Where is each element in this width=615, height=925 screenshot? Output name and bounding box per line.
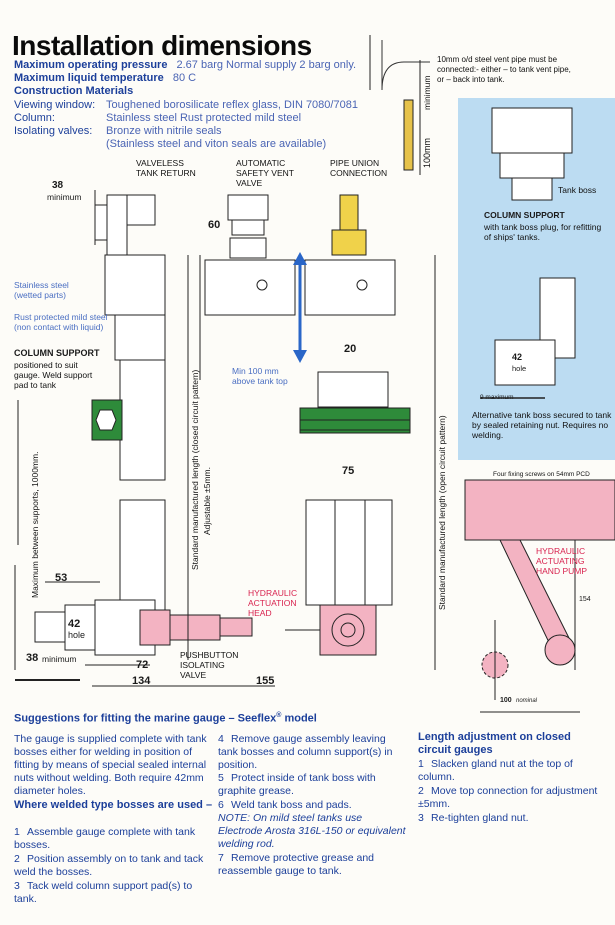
dim-53: 53: [55, 572, 68, 584]
dim-134: 134: [132, 675, 151, 687]
label-rust-protected: Rust protected mild steel (non contact w…: [14, 312, 108, 332]
side-9-max: 9 maximum: [480, 394, 514, 401]
length-adjustment-heading: Length adjustment on closed circuit gaug…: [418, 731, 571, 756]
label-std-length-open: Standard manufactured length (open circu…: [437, 415, 447, 610]
dim-38-top: 38: [52, 180, 64, 191]
label-hand-pump: HYDRAULIC ACTUATING HAND PUMP: [536, 546, 588, 576]
construction-heading: Construction Materials: [14, 85, 134, 97]
side-column-support-title: COLUMN SUPPORT: [484, 210, 565, 220]
label-stainless-wetted: Stainless steel (wetted parts): [14, 280, 69, 300]
dim-nominal-label: nominal: [516, 698, 538, 704]
label-pushbutton-valve: PUSHBUTTON ISOLATING VALVE: [180, 650, 239, 680]
construction-row: Viewing window:Toughened borosilicate re…: [14, 99, 358, 111]
side-alt-boss: Alternative tank boss secured to tank by…: [472, 410, 612, 440]
suggestions-heading: Suggestions for fitting the marine gauge…: [14, 712, 317, 725]
label-100mm: 100mm: [422, 137, 432, 168]
side-dim-hole: hole: [512, 364, 527, 373]
dim-72: 72: [136, 659, 149, 671]
label-std-length-closed: Standard manufactured length (closed cir…: [190, 369, 200, 570]
label-adjustable: Adjustable ±5mm.: [202, 467, 212, 535]
side-column-support-desc: with tank boss plug, for refitting of sh…: [484, 222, 602, 242]
column-support-desc: positioned to suit gauge. Weld support p…: [14, 360, 93, 390]
dim-20: 20: [344, 343, 357, 355]
spec-max-temp: Maximum liquid temperature 80 C: [14, 72, 196, 84]
dim-minimum-label-bottom: minimum: [42, 654, 77, 664]
dim-42: 42: [68, 618, 81, 630]
construction-row: Isolating valves:Bronze with nitrile sea…: [14, 125, 222, 137]
spec-max-pressure: Maximum operating pressure 2.67 barg Nor…: [14, 59, 356, 71]
spec-label: Maximum liquid temperature: [14, 72, 164, 84]
label-auto-safety-vent: AUTOMATIC SAFETY VENT VALVE: [236, 158, 294, 188]
construction-row: (Stainless steel and viton seals are ava…: [106, 138, 327, 150]
dim-60: 60: [208, 219, 221, 231]
spec-value: 80 C: [172, 72, 197, 84]
dim-minimum-label: minimum: [47, 192, 82, 202]
spec-value: 2.67 barg Normal supply 2 barg only.: [176, 59, 357, 71]
label-valveless-tank-return: VALVELESS TANK RETURN: [136, 158, 196, 178]
label-pipe-union: PIPE UNION CONNECTION: [330, 158, 388, 178]
dim-155: 155: [256, 675, 275, 687]
side-dim-42: 42: [512, 352, 523, 362]
dim-75: 75: [342, 465, 355, 477]
label-hydraulic-head: HYDRAULIC ACTUATION HEAD: [248, 588, 298, 618]
spec-label: Maximum operating pressure: [14, 59, 168, 71]
label-minimum-vertical: minimum: [422, 75, 432, 110]
dim-100: 100: [500, 697, 512, 704]
column-support-title: COLUMN SUPPORT: [14, 348, 100, 358]
side-tank-boss: Tank boss: [558, 185, 597, 195]
suggestions-intro: The gauge is supplied complete with tank…: [14, 733, 207, 797]
dim-hole: hole: [68, 630, 86, 640]
construction-row: Column:Stainless steel Rust protected mi…: [14, 112, 302, 124]
dim-154: 154: [579, 596, 591, 603]
label-min-100-above-tank: Min 100 mm above tank top: [232, 366, 288, 386]
label-four-screws: Four fixing screws on 54mm PCD: [493, 471, 590, 478]
label-max-between-supports: Maximum between supports, 1000mm.: [30, 451, 40, 598]
dim-38-bottom: 38: [26, 652, 39, 664]
welded-heading: Where welded type bosses are used –: [14, 799, 213, 811]
vent-pipe-note: 10mm o/d steel vent pipe must be connect…: [437, 55, 571, 84]
welding-note: NOTE: On mild steel tanks use Electrode …: [218, 812, 406, 850]
page-title: Installation dimensions: [12, 30, 312, 61]
